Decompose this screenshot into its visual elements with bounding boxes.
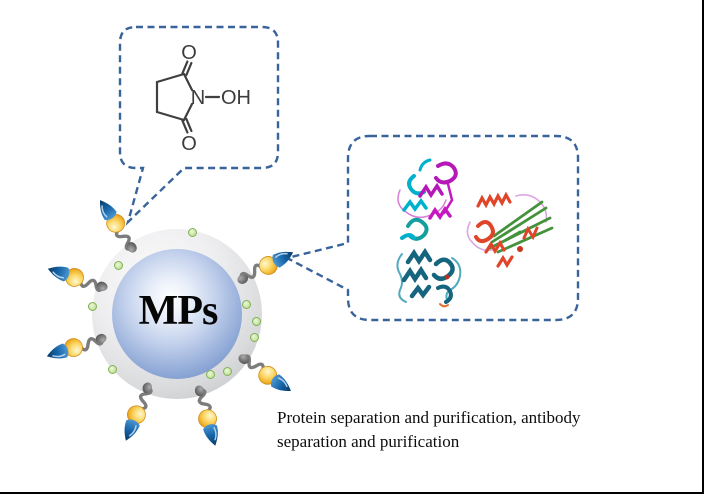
atom-oxygen-bottom: O [181,133,197,155]
protein-teal-icon [396,247,462,308]
antibody-ligand-icon [232,346,298,401]
nhs-molecule-icon [155,60,221,134]
caption-line-2: separation and purification [277,432,460,451]
atom-oxygen-top: O [181,42,197,64]
antibody-ligand-icon [43,258,112,299]
surface-group-dot [242,300,251,309]
atom-nitrogen: N [191,87,205,109]
surface-group-dot [250,333,259,342]
surface-group-dot [206,370,215,379]
surface-group-dot [223,367,232,376]
surface-group-dot [88,302,97,311]
caption-line-1: Protein separation and purification, ant… [277,408,581,427]
antibody-ligand-icon [187,381,226,450]
protein-orange-green-icon [466,191,554,269]
atom-hydroxyl: OH [221,87,251,109]
protein-magenta-cyan-icon [397,158,458,241]
antibody-ligand-icon [42,326,111,367]
surface-group-dot [114,261,123,270]
protein-callout-bubble [283,134,580,322]
molecule-callout-bubble [118,25,280,226]
antibody-ligand-icon [231,242,300,292]
surface-group-dot [108,365,117,374]
particle-label: MPs [138,288,219,334]
surface-group-dot [252,317,261,326]
antibody-ligand-icon [115,377,160,446]
surface-group-dot [188,228,197,237]
magnetic-particle-core [112,249,242,379]
caption-text: Protein separation and purification, ant… [277,406,637,454]
